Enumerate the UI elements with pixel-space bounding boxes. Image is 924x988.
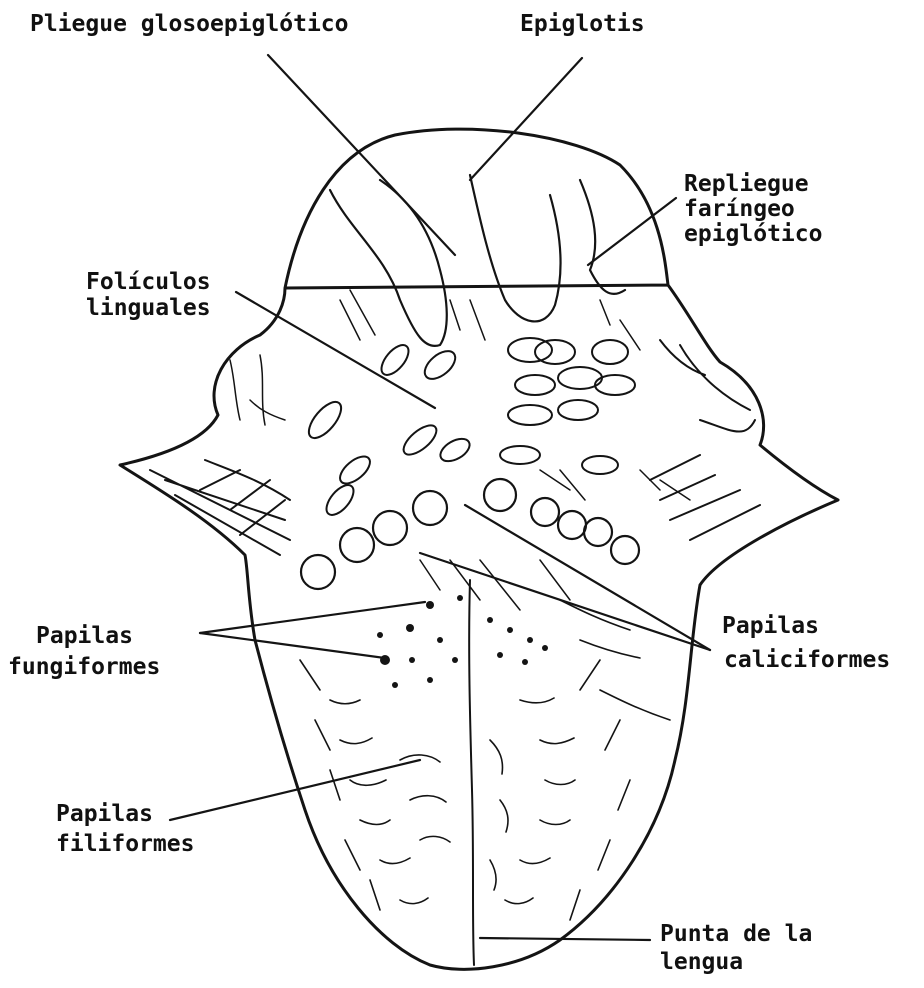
epiglottis-center [470, 175, 560, 321]
tongue-outline [120, 129, 838, 969]
label-foliculos-line2: linguales [86, 296, 211, 321]
leader-fungiformes-b [200, 633, 385, 658]
leader-caliciformes-a [465, 505, 710, 650]
label-repliegue-line3: epiglótico [684, 222, 822, 247]
label-punta-line1: Punta de la [660, 922, 812, 947]
leader-punta [480, 938, 650, 940]
leader-filiformes [170, 760, 420, 820]
label-caliciformes-line2: caliciformes [724, 648, 890, 673]
posterior-hatching [230, 290, 690, 610]
label-pliegue-glosoepiglotico: Pliegue glosoepiglótico [30, 12, 349, 37]
label-punta-line2: lengua [660, 950, 743, 975]
label-filiformes-line2: filiformes [56, 832, 194, 857]
median-sulcus [469, 580, 474, 965]
label-caliciformes-line1: Papilas [722, 614, 819, 639]
label-fungiformes-line1: Papilas [36, 624, 133, 649]
leader-fungiformes-a [200, 602, 425, 633]
leader-pliegue [268, 55, 455, 255]
leader-lines [170, 55, 710, 940]
leader-caliciformes-b [420, 553, 710, 650]
right-fold [650, 340, 760, 540]
label-epiglotis: Epiglotis [520, 12, 645, 37]
filiform-texture [300, 600, 670, 920]
epiglottis-left-lobe [330, 180, 447, 346]
leader-epiglotis [470, 58, 582, 180]
label-foliculos-line1: Folículos [86, 270, 211, 295]
epiglottis-right-lobe [580, 180, 625, 294]
label-filiformes-line1: Papilas [56, 802, 153, 827]
left-fold [150, 460, 290, 555]
lingual-follicles [303, 338, 635, 520]
fungiform-papillae [377, 595, 548, 688]
label-repliegue-line1: Repliegue [684, 172, 809, 197]
label-fungiformes-line2: fungiformes [8, 655, 160, 680]
label-repliegue-line2: faríngeo [684, 197, 795, 222]
